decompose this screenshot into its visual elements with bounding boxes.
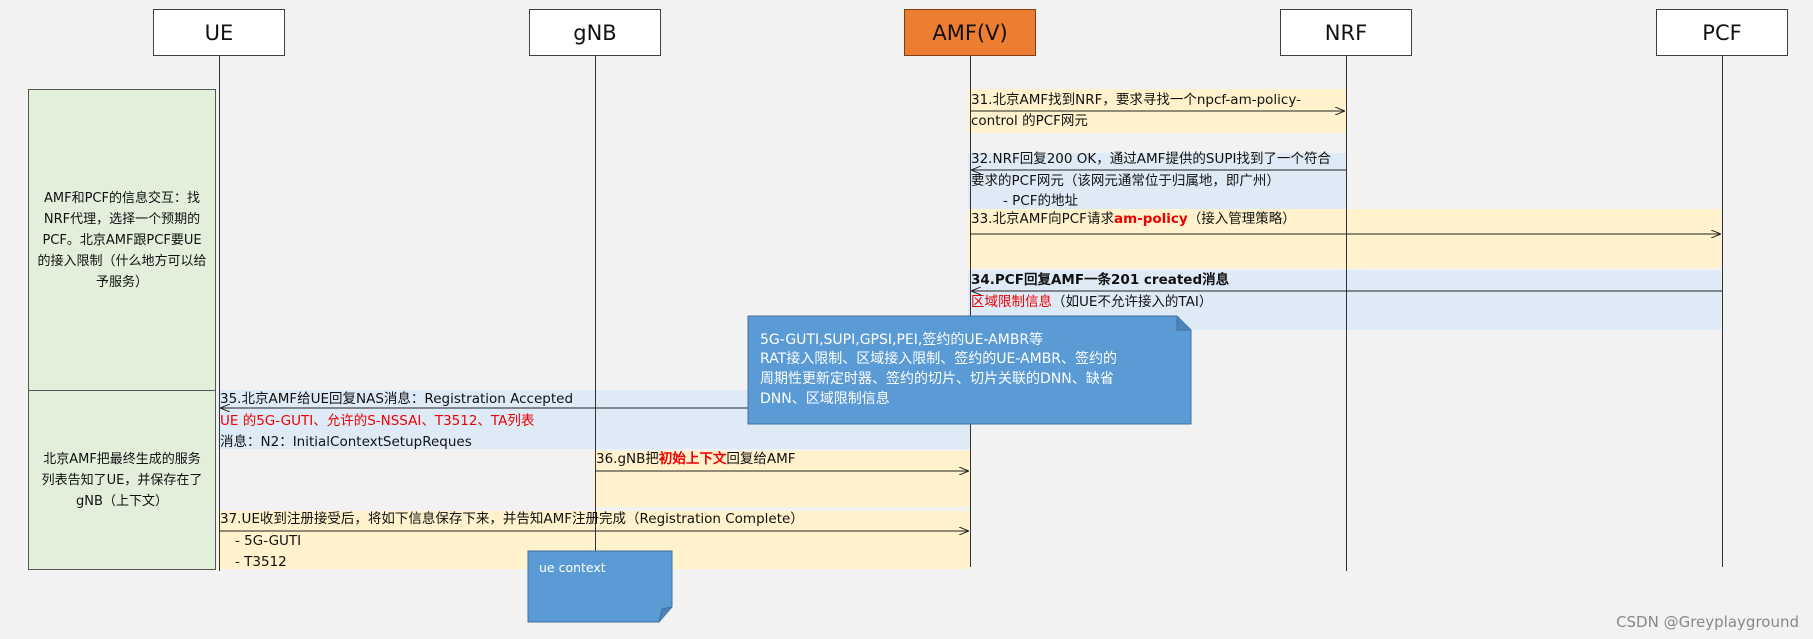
msg-33: 33.北京AMF向PCF请求am-policy（接入管理策略） [971,211,1296,228]
msg-34-line1: 34.PCF回复AMF一条201 created消息 [971,272,1230,288]
side-note-top-text: AMF和PCF的信息交互：找NRF代理，选择一个预期的PCF。北京AMF跟PCF… [37,190,207,290]
callout-main-line1: 5G-GUTI,SUPI,GPSI,PEI,签约的UE-AMBR等 [760,332,1044,348]
msg-34-rest: （如UE不允许接入的TAI） [1052,294,1213,310]
side-note-pcf-interaction: AMF和PCF的信息交互：找NRF代理，选择一个预期的PCF。北京AMF跟PCF… [28,89,216,391]
msg-36-highlight: 初始上下文 [658,451,727,467]
msg-32-line1: 32.NRF回复200 OK，通过AMF提供的SUPI找到了一个符合 [971,151,1331,167]
callout-ue-context-text: ue context [539,560,606,575]
band-36 [594,451,970,507]
msg-32-line2: 要求的PCF网元（该网元通常位于归属地，即广州） [971,173,1280,189]
msg-33-highlight: am-policy [1113,211,1188,227]
node-ue-label: UE [204,20,234,45]
node-amf-label: AMF(V) [932,20,1008,45]
node-gnb-label: gNB [573,20,617,45]
msg-31-line2: control 的PCF网元 [971,113,1088,129]
msg-37-line1: 37.UE收到注册接受后，将如下信息保存下来，并告知AMF注册完成（Regist… [220,511,804,527]
msg-37-item1: - 5G-GUTI [235,533,302,549]
callout-main-shape [747,315,1192,425]
lifeline-ue [219,56,220,571]
callout-main-line4: DNN、区域限制信息 [760,391,890,407]
node-nrf-label: NRF [1324,20,1368,45]
node-pcf-label: PCF [1702,20,1742,45]
node-nrf: NRF [1280,9,1412,56]
msg-35-line2: UE 的5G-GUTI、允许的S-NSSAI、T3512、TA列表 [220,413,535,429]
node-ue: UE [153,9,285,56]
msg-34-red: 区域限制信息 [971,294,1052,310]
callout-main-line3: 周期性更新定时器、签约的切片、切片关联的DNN、缺省 [760,371,1114,387]
msg-37-item2: - T3512 [235,554,287,570]
band-33 [968,209,1721,268]
msg-35-line1: 35.北京AMF给UE回复NAS消息：Registration Accepted [220,391,574,407]
lifeline-gnb [595,56,596,551]
msg-33-suffix: （接入管理策略） [1187,211,1296,227]
side-note-service-list: 北京AMF把最终生成的服务列表告知了UE，并保存在了gNB（上下文） [28,390,216,570]
lifeline-amf [970,56,971,567]
msg-34-line2: 区域限制信息（如UE不允许接入的TAI） [971,294,1212,311]
callout-main-line2: RAT接入限制、区域接入限制、签约的UE-AMBR、签约的 [760,351,1118,367]
lifeline-pcf [1722,56,1723,567]
band-32 [968,153,1346,209]
msg-32-line3: - PCF的地址 [1003,193,1078,209]
watermark: CSDN @Greyplayground [1616,613,1799,631]
msg-35-line3: 消息：N2：InitialContextSetupReques [220,434,472,450]
lifeline-nrf [1346,56,1347,571]
node-gnb: gNB [529,9,661,56]
msg-36-prefix: 36.gNB把 [596,451,659,467]
node-pcf: PCF [1656,9,1788,56]
msg-36-suffix: 回复给AMF [726,451,796,467]
msg-36: 36.gNB把初始上下文回复给AMF [596,451,796,468]
msg-33-prefix: 33.北京AMF向PCF请求 [971,211,1114,227]
side-note-bottom-text: 北京AMF把最终生成的服务列表告知了UE，并保存在了gNB（上下文） [41,451,203,509]
msg-31-line1: 31.北京AMF找到NRF，要求寻找一个npcf-am-policy- [971,92,1301,108]
node-amf: AMF(V) [904,9,1036,56]
